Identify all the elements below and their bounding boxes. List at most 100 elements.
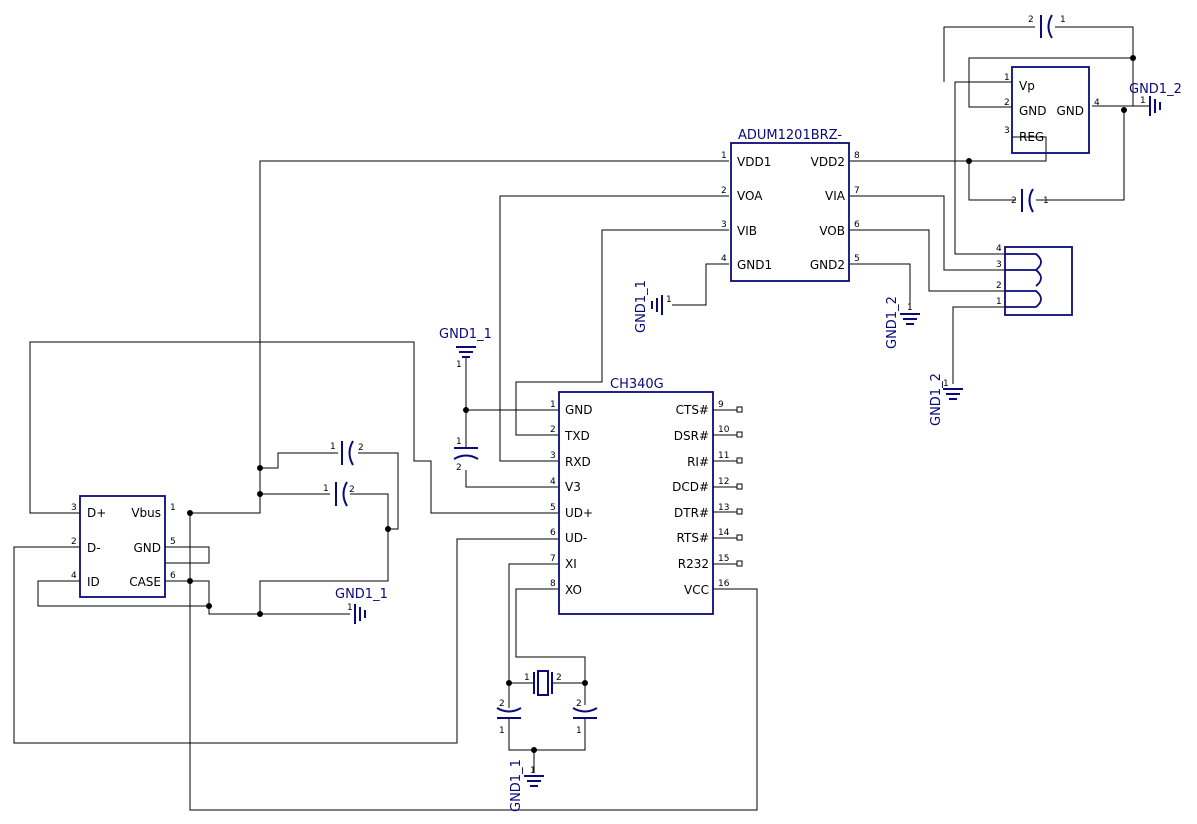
capacitor-reg-bottom: 2 1 — [1011, 188, 1049, 213]
pin-label: VDD2 — [811, 155, 845, 169]
pin-number: 1 — [330, 442, 336, 452]
ground-symbol-usb: GND1_1 1 — [335, 587, 388, 624]
pin-number: 1 — [907, 303, 913, 313]
pin-number: 1 — [456, 437, 462, 447]
ground-label: GND1_1 — [509, 759, 524, 812]
pin-number: 3 — [550, 451, 556, 461]
capacitor-usb-a: 1 2 — [330, 440, 364, 466]
pin-number: 1 — [530, 766, 536, 776]
pin-label: UD+ — [565, 506, 593, 520]
pin-label: UD- — [565, 531, 587, 545]
pin-number: 14 — [718, 528, 730, 538]
pin-number: 2 — [550, 425, 556, 435]
pin-number: 2 — [1028, 15, 1034, 25]
pin-label: Vp — [1019, 79, 1035, 93]
pin-label: GND1 — [737, 258, 772, 272]
pin-number: 6 — [854, 220, 860, 230]
pin-number: 1 — [170, 503, 176, 513]
pin-number: 2 — [1004, 98, 1010, 108]
ground-symbol-connector: 1 GND1_2 — [929, 373, 963, 426]
ground-symbol-reg: GND1_2 1 — [1129, 82, 1182, 116]
pin-label: GND — [1056, 104, 1084, 118]
ground-symbol-xtal: 1 GND1_1 — [509, 759, 544, 812]
pin-label: DTR# — [674, 506, 709, 520]
pin-number: 6 — [550, 528, 556, 538]
capacitor-usb-b: 1 2 — [323, 481, 355, 507]
ground-label: GND1_1 — [634, 280, 649, 333]
pin-number: 2 — [349, 485, 355, 495]
pin-label: DSR# — [674, 429, 709, 443]
pin-number: 15 — [718, 554, 729, 564]
pin-number: 2 — [996, 281, 1002, 291]
ch340g-ref: CH340G — [610, 377, 664, 392]
pin-label: VIA — [825, 189, 846, 203]
pin-label: VOA — [737, 189, 763, 203]
ground-symbol-ch340: GND1_1 1 — [439, 327, 492, 370]
pin-number: 1 — [524, 673, 530, 683]
pin-number: 4 — [996, 244, 1002, 254]
pin-number: 4 — [71, 571, 77, 581]
pin-label: RTS# — [677, 531, 709, 545]
ch340-left-numbers: 1 2 3 4 5 6 7 8 — [550, 400, 556, 589]
pin-label: D- — [87, 541, 101, 555]
pin-label: Vbus — [131, 506, 161, 520]
capacitor-xtal-left: 2 1 — [496, 699, 522, 736]
pin-number: 3 — [721, 220, 727, 230]
pin-number: 2 — [456, 463, 462, 473]
pin-number: 2 — [71, 537, 77, 547]
ch340g-chip: CH340G GND TXD RXD V3 UD+ UD- XI XO 1 2 … — [550, 377, 743, 615]
pin-number: 1 — [1060, 15, 1066, 25]
capacitor-v3: 1 2 — [453, 437, 479, 473]
pin-number: 1 — [576, 726, 582, 736]
adum1201-ref: ADUM1201BRZ- — [738, 128, 842, 143]
pin-number: 1 — [1140, 96, 1146, 106]
adum1201-isolator: ADUM1201BRZ- VDD1 VOA VIB GND1 1 2 3 4 V… — [721, 128, 860, 282]
ground-symbol-iso-left: 1 GND1_1 — [634, 280, 672, 333]
pin-number: 5 — [550, 503, 556, 513]
pin-number: 11 — [718, 451, 729, 461]
pin-label: REG — [1019, 130, 1044, 144]
pin-label: D+ — [87, 506, 106, 520]
pin-number: 3 — [71, 503, 77, 513]
pin-number: 16 — [718, 579, 730, 589]
crystal: 1 2 — [524, 670, 562, 696]
ch340-right-labels: CTS# DSR# RI# DCD# DTR# RTS# R232 VCC — [672, 403, 709, 597]
nc-pin-markers — [713, 406, 743, 567]
pin-label: VCC — [684, 583, 709, 597]
pin-label: VDD1 — [737, 155, 771, 169]
pin-number: 4 — [550, 477, 556, 487]
capacitor-xtal-right: 2 1 — [572, 699, 598, 736]
pin-number: 1 — [666, 295, 672, 305]
pin-number: 1 — [550, 400, 556, 410]
pin-number: 7 — [854, 186, 860, 196]
pin-number: 1 — [347, 603, 353, 613]
ground-label: GND1_2 — [885, 296, 900, 349]
pin-number: 1 — [456, 360, 462, 370]
pin-number: 4 — [721, 254, 727, 264]
usb-connector: D+ D- ID 3 2 4 Vbus GND CASE 1 5 6 — [71, 495, 176, 598]
ground-label: GND1_1 — [439, 327, 492, 342]
pin-label: R232 — [678, 557, 709, 571]
pin-number: 1 — [1043, 196, 1049, 206]
ground-symbol-iso-right: 1 GND1_2 — [885, 296, 920, 349]
pin-number: 5 — [854, 254, 860, 264]
regulator-chip: Vp GND REG 1 2 3 GND 4 — [1004, 66, 1100, 154]
pin-label: VOB — [819, 224, 845, 238]
pin-label: RXD — [565, 455, 591, 469]
pin-number: 5 — [170, 537, 176, 547]
pin-number: 12 — [718, 477, 729, 487]
ch340-left-labels: GND TXD RXD V3 UD+ UD- XI XO — [564, 403, 593, 597]
pin-label: GND — [1019, 104, 1047, 118]
pin-number: 1 — [499, 726, 505, 736]
junction-dots — [187, 55, 1136, 753]
ground-label: GND1_2 — [1129, 82, 1182, 97]
pin-number: 3 — [996, 260, 1002, 270]
pin-number: 1 — [323, 484, 329, 494]
pin-number: 4 — [1094, 98, 1100, 108]
pin-number: 6 — [170, 571, 176, 581]
pin-label: GND — [565, 403, 593, 417]
pin-label: GND — [133, 541, 161, 555]
pin-number: 8 — [550, 579, 556, 589]
pin-number: 7 — [550, 554, 556, 564]
